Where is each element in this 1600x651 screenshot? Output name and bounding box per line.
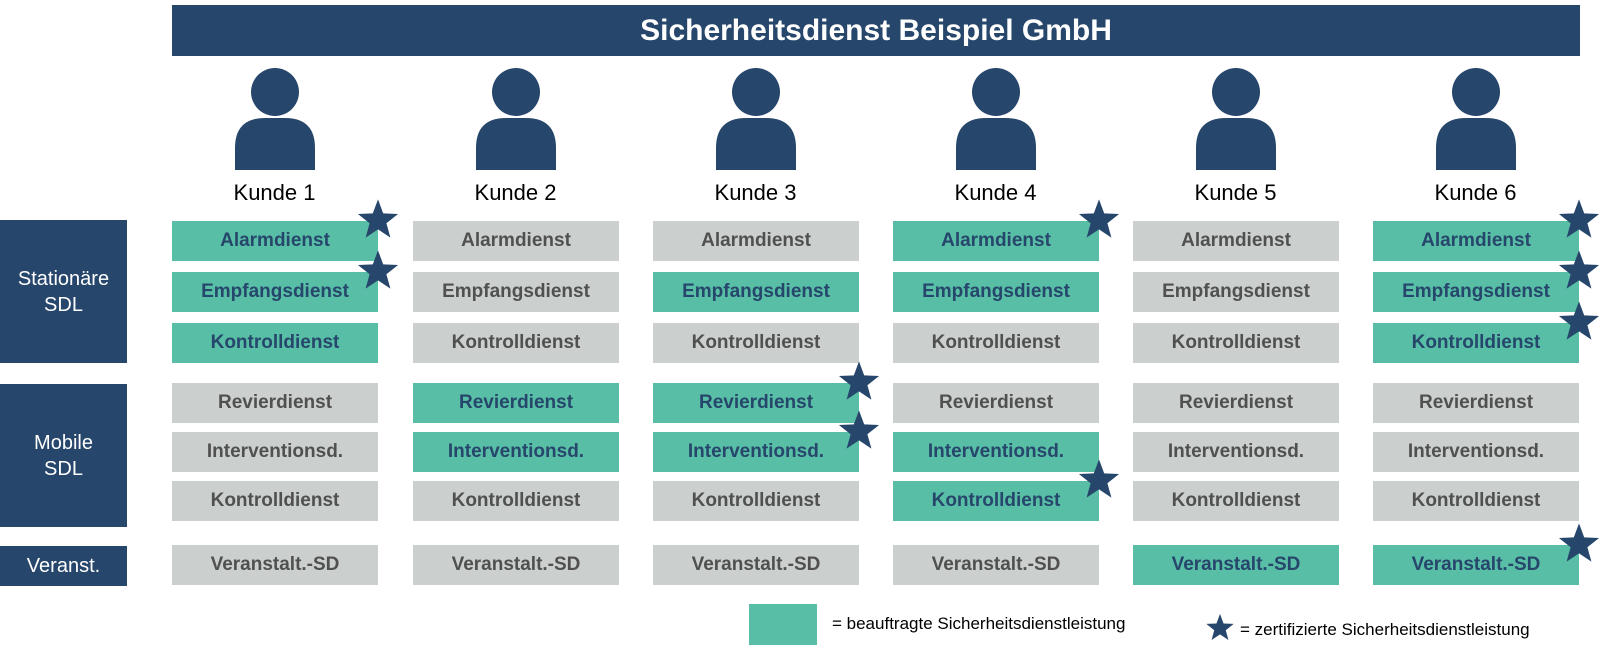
person-icon [715, 68, 796, 170]
service-cell-commissioned: Interventionsd. [653, 432, 859, 472]
service-cell-commissioned: Empfangsdienst [1373, 272, 1579, 312]
service-cell: Alarmdienst [1133, 221, 1339, 261]
service-cell: Kontrolldienst [653, 481, 859, 521]
company-title: Sicherheitsdienst Beispiel GmbH [172, 5, 1580, 56]
person-icon [955, 68, 1036, 170]
service-cell: Veranstalt.-SD [653, 545, 859, 585]
customer-column: Kunde 2 [413, 68, 618, 206]
service-cell-commissioned: Interventionsd. [413, 432, 619, 472]
certified-star-icon [1078, 199, 1120, 238]
customer-label: Kunde 5 [1194, 180, 1277, 205]
customer-column: Kunde 5 [1133, 68, 1338, 206]
service-cell: Interventionsd. [1373, 432, 1579, 472]
service-cell: Kontrolldienst [893, 323, 1099, 363]
certified-star-icon [357, 199, 399, 238]
category-stationary: Stationäre SDL [0, 220, 127, 363]
service-cell-commissioned: Revierdienst [413, 383, 619, 423]
service-cell-commissioned: Interventionsd. [893, 432, 1099, 472]
service-cell: Veranstalt.-SD [172, 545, 378, 585]
certified-star-icon [1078, 459, 1120, 498]
customer-label: Kunde 3 [714, 180, 797, 205]
service-cell: Empfangsdienst [413, 272, 619, 312]
category-mobile: Mobile SDL [0, 384, 127, 527]
legend-commissioned-label: = beauftragte Sicherheitsdienstleistung [832, 614, 1126, 633]
legend-star-icon [1206, 613, 1234, 641]
certified-star-icon [1558, 199, 1600, 238]
certified-star-icon [1558, 523, 1600, 562]
customer-label: Kunde 2 [474, 180, 557, 205]
service-cell: Empfangsdienst [1133, 272, 1339, 312]
service-cell: Revierdienst [1373, 383, 1579, 423]
service-cell: Alarmdienst [413, 221, 619, 261]
customer-column: Kunde 1 [172, 68, 377, 206]
service-cell-commissioned: Empfangsdienst [172, 272, 378, 312]
service-cell: Revierdienst [172, 383, 378, 423]
customer-label: Kunde 6 [1434, 180, 1517, 205]
service-cell: Alarmdienst [653, 221, 859, 261]
service-cell-commissioned: Revierdienst [653, 383, 859, 423]
certified-star-icon [838, 410, 880, 449]
category-line: Veranst. [26, 555, 101, 577]
customer-column: Kunde 6 [1373, 68, 1578, 206]
service-cell-commissioned: Alarmdienst [172, 221, 378, 261]
category-line: Stationäre [17, 267, 110, 290]
service-cell: Kontrolldienst [172, 481, 378, 521]
category-line: SDL [44, 293, 83, 316]
service-cell: Veranstalt.-SD [893, 545, 1099, 585]
service-cell-commissioned: Kontrolldienst [893, 481, 1099, 521]
category-event: Veranst. [0, 546, 127, 586]
service-cell-commissioned: Veranstalt.-SD [1133, 545, 1339, 585]
certified-star-icon [357, 250, 399, 289]
legend-commissioned-swatch [749, 604, 817, 645]
person-icon [1435, 68, 1516, 170]
service-cell-commissioned: Kontrolldienst [1373, 323, 1579, 363]
certified-star-icon [1558, 301, 1600, 340]
service-cell: Kontrolldienst [1373, 481, 1579, 521]
customer-label: Kunde 4 [954, 180, 1037, 205]
legend-certified-label: = zertifizierte Sicherheitsdienstleistun… [1240, 620, 1530, 639]
certified-star-icon [1558, 250, 1600, 289]
service-cell: Kontrolldienst [413, 323, 619, 363]
customer-column: Kunde 4 [893, 68, 1098, 206]
service-cell-commissioned: Alarmdienst [893, 221, 1099, 261]
customer-label: Kunde 1 [233, 180, 316, 205]
person-icon [1195, 68, 1276, 170]
service-cell: Kontrolldienst [1133, 323, 1339, 363]
service-cell: Interventionsd. [1133, 432, 1339, 472]
service-cell: Revierdienst [1133, 383, 1339, 423]
service-cell: Kontrolldienst [653, 323, 859, 363]
service-cell-commissioned: Kontrolldienst [172, 323, 378, 363]
service-cell-commissioned: Alarmdienst [1373, 221, 1579, 261]
category-line: Mobile [34, 431, 93, 454]
service-cell-commissioned: Empfangsdienst [893, 272, 1099, 312]
category-line: SDL [44, 457, 83, 480]
service-cell: Kontrolldienst [1133, 481, 1339, 521]
person-icon [475, 68, 556, 170]
service-cell: Revierdienst [893, 383, 1099, 423]
service-cell-commissioned: Veranstalt.-SD [1373, 545, 1579, 585]
customer-column: Kunde 3 [653, 68, 858, 206]
person-icon [234, 68, 315, 170]
service-cell: Veranstalt.-SD [413, 545, 619, 585]
certified-star-icon [838, 361, 880, 400]
service-cell: Interventionsd. [172, 432, 378, 472]
service-cell: Kontrolldienst [413, 481, 619, 521]
service-cell-commissioned: Empfangsdienst [653, 272, 859, 312]
